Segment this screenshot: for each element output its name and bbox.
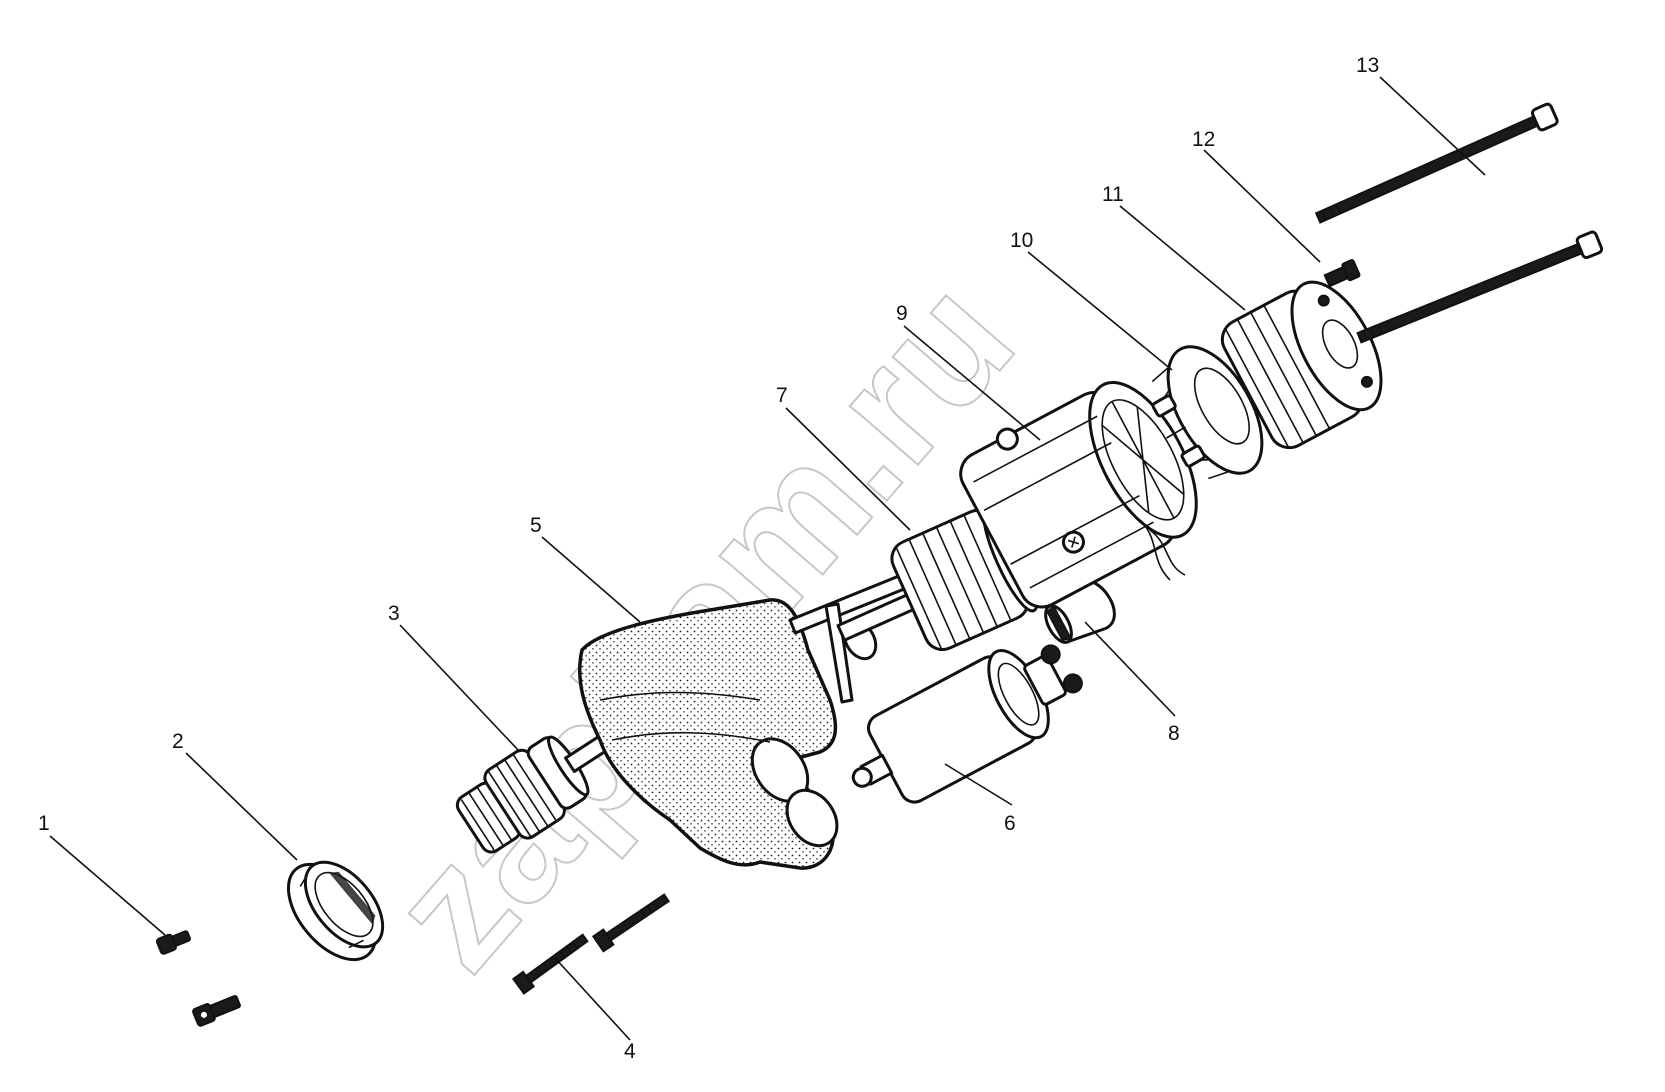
callout-9: 9 xyxy=(896,302,908,325)
callout-labels: 1 2 3 4 5 6 7 8 9 10 11 12 13 xyxy=(38,54,1379,1063)
callout-12: 12 xyxy=(1192,128,1215,151)
callout-13: 13 xyxy=(1356,54,1379,77)
callout-8: 8 xyxy=(1168,722,1180,745)
part-screw xyxy=(1323,259,1361,288)
callout-1: 1 xyxy=(38,812,50,835)
callout-7: 7 xyxy=(776,384,788,407)
part-end-cover xyxy=(1220,280,1383,450)
callout-6: 6 xyxy=(1004,812,1016,835)
stator-wire xyxy=(1139,519,1186,581)
part-stator-housing xyxy=(959,380,1198,609)
callout-5: 5 xyxy=(530,514,542,537)
leader-lines xyxy=(49,76,1486,1041)
part-solenoid xyxy=(851,644,1083,804)
part-bolt xyxy=(155,930,241,1027)
part-through-bolts xyxy=(1314,102,1604,344)
callout-3: 3 xyxy=(388,602,400,625)
callout-2: 2 xyxy=(172,730,184,753)
callout-4: 4 xyxy=(624,1040,636,1063)
callout-11: 11 xyxy=(1102,183,1124,206)
callout-10: 10 xyxy=(1010,229,1033,252)
part-drive-pinion xyxy=(455,734,610,854)
part-drive-housing xyxy=(577,573,909,870)
part-bushing-cap xyxy=(286,860,385,962)
